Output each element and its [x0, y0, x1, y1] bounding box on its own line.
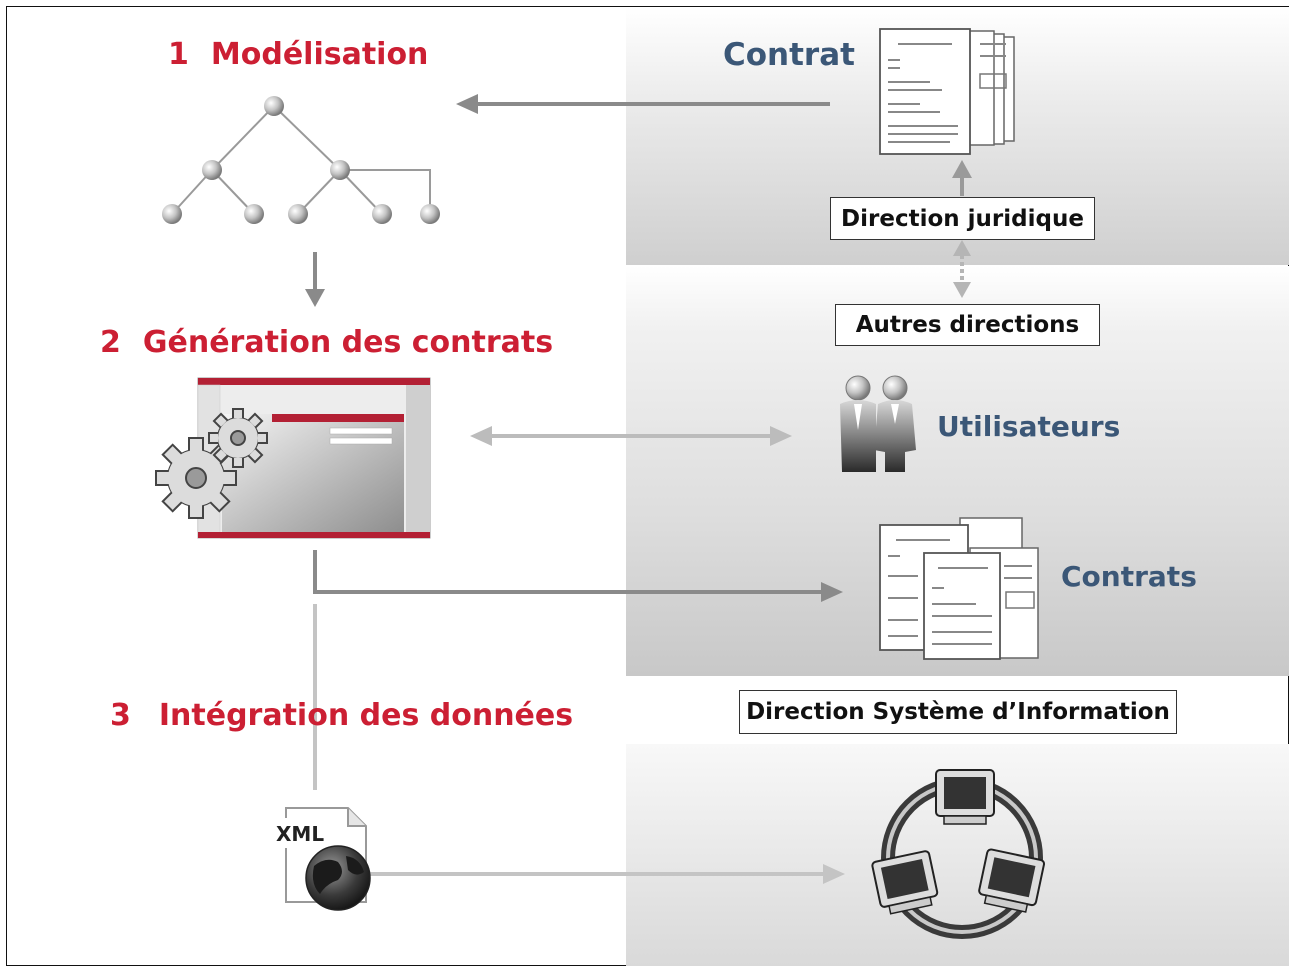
step-3-integration: 3 Intégration des données: [110, 698, 573, 733]
step-2-generation: 2 Génération des contrats: [100, 325, 553, 360]
step-3-label: Intégration des données: [158, 698, 574, 733]
arrow-xml-to-network: [370, 864, 845, 884]
arrow-legal-to-contract: [952, 160, 972, 196]
contract-document-icon: [879, 28, 1015, 155]
users-icon: [840, 375, 916, 472]
arrow-model-to-generation: [305, 252, 325, 307]
utilisateurs-label: Utilisateurs: [937, 410, 1121, 443]
contrats-label: Contrats: [1061, 560, 1197, 593]
step-1-label: Modélisation: [210, 37, 429, 72]
contracts-stack-icon: [879, 517, 1039, 660]
xml-file-globe-icon: [272, 807, 371, 911]
xml-label: XML: [276, 822, 325, 846]
autres-directions-box: Autres directions: [835, 304, 1100, 346]
step-2-number: 2: [100, 325, 121, 360]
step-2-label: Génération des contrats: [142, 325, 554, 360]
arrow-generation-users-bidirectional: [470, 426, 792, 446]
step-1-modelisation: 1 Modélisation: [168, 37, 428, 72]
arrow-contract-to-model: [456, 94, 830, 114]
direction-juridique-box: Direction juridique: [830, 197, 1095, 240]
direction-si-box: Direction Système d’Information: [739, 690, 1177, 734]
gears-icon: [155, 408, 268, 519]
arrow-generation-to-contracts: [313, 550, 843, 602]
tree-icon: [162, 96, 440, 224]
network-computers-icon: [871, 769, 1046, 939]
step-1-number: 1: [168, 37, 189, 72]
arrow-legal-other-bidirectional: [953, 240, 971, 298]
step-3-number: 3: [110, 698, 131, 733]
contrat-label: Contrat: [723, 37, 855, 73]
